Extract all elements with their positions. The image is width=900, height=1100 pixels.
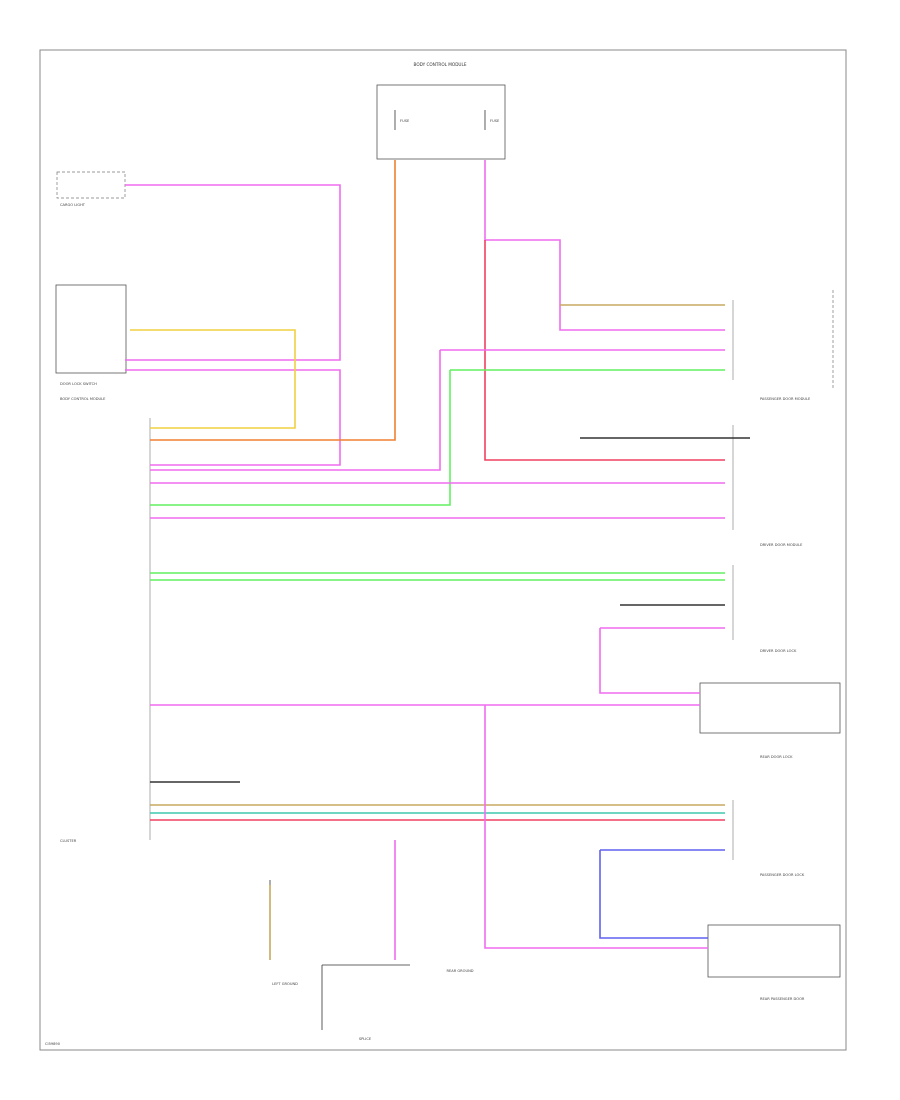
splice-label: SPLICE — [359, 1037, 372, 1041]
passenger-door-module: PASSENGER DOOR MODULE — [732, 290, 834, 401]
left-ground-label: LEFT GROUND — [272, 982, 298, 986]
cargo-light-label: CARGO LIGHT — [60, 203, 86, 207]
fuse-block-label: BODY CONTROL MODULE — [414, 62, 467, 67]
rear-ground-label: REAR GROUND — [446, 969, 473, 973]
wire-blue-22 — [599, 850, 708, 939]
wire-orange-2 — [150, 160, 396, 441]
wire-pink-1 — [125, 369, 341, 466]
driver-door-lock-label: DRIVER DOOR LOCK — [760, 649, 797, 653]
body-control-module: BODY CONTROL MODULE CLUSTER — [60, 397, 151, 843]
fuse-a-label: FUSE — [400, 119, 410, 123]
wire-pink-4 — [484, 160, 725, 331]
door-lock-switch: DOOR LOCK SWITCH — [55, 284, 127, 386]
wire-pink-16 — [599, 628, 700, 694]
wire-pink-0 — [125, 184, 341, 361]
wire-pink-8 — [150, 350, 441, 471]
splice-block: SPLICE — [321, 964, 410, 1041]
driver-door-module: DRIVER DOOR MODULE — [732, 425, 803, 547]
passenger-door-module-label: PASSENGER DOOR MODULE — [760, 397, 811, 401]
fuse-b-label: FUSE — [490, 119, 500, 123]
rear-passenger-door: REAR PASSENGER DOOR — [707, 924, 841, 1001]
wiring — [125, 160, 750, 960]
wire-yellow-3 — [130, 329, 296, 429]
wire-red-5 — [484, 240, 725, 461]
wire-green-10 — [150, 370, 451, 506]
rear-door-lock: REAR DOOR LOCK — [699, 682, 841, 759]
passenger-door-lock: PASSENGER DOOR LOCK — [732, 800, 805, 877]
driver-door-module-label: DRIVER DOOR MODULE — [760, 543, 803, 547]
wire-pink-23 — [484, 705, 708, 949]
rear-door-lock-label: REAR DOOR LOCK — [760, 755, 793, 759]
rear-passenger-door-label: REAR PASSENGER DOOR — [760, 997, 805, 1001]
driver-door-lock: DRIVER DOOR LOCK — [732, 565, 797, 653]
left-ground: LEFT GROUND — [269, 880, 298, 986]
rear-ground: REAR GROUND — [446, 969, 473, 973]
diagram-border — [39, 49, 847, 1051]
door-lock-switch-label: DOOR LOCK SWITCH — [60, 382, 97, 386]
cargo-light: CARGO LIGHT — [56, 171, 126, 207]
fuse-block: BODY CONTROL MODULE FUSE FUSE — [376, 62, 506, 160]
cluster-label: CLUSTER — [60, 839, 77, 843]
bcm-label: BODY CONTROL MODULE — [60, 397, 106, 401]
passenger-door-lock-label: PASSENGER DOOR LOCK — [760, 873, 805, 877]
footer-code: CI59890 — [45, 1042, 61, 1046]
